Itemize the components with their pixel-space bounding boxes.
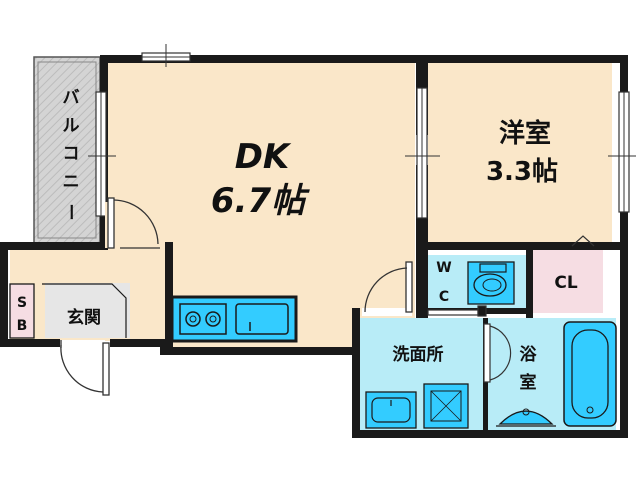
stove-icon: [179, 303, 227, 335]
balcony-label-1: バ: [63, 88, 80, 108]
window-right: [608, 91, 636, 213]
kitchen-counter: [170, 295, 298, 343]
window-top: [141, 44, 191, 67]
washroom-label: 洗面所: [393, 344, 444, 365]
western-room-size-label: 3.3帖: [486, 157, 558, 187]
toilet-icon: [467, 261, 515, 305]
western-room-floor: [428, 62, 612, 248]
balcony-label-3: コ: [63, 144, 80, 164]
balcony-label-2: ル: [63, 116, 80, 136]
shoe-box-label-s: S: [17, 295, 27, 311]
balcony: [33, 56, 101, 244]
door-entrance: [60, 340, 110, 396]
balcony-label-5: ー: [60, 204, 80, 221]
closet-label: CL: [554, 273, 577, 293]
shoe-box-label-b: B: [17, 318, 28, 334]
toilet-label-c: C: [439, 289, 449, 305]
door-bathroom: [483, 323, 512, 383]
entrance-floor: [45, 283, 130, 338]
shoe-box: [9, 283, 35, 339]
door-hall-dk: [105, 197, 165, 249]
washing-machine-icon: [423, 383, 469, 429]
bathtub-icon: [563, 321, 617, 427]
washbasin-icon: [365, 391, 417, 429]
shower-icon: [496, 408, 556, 427]
dk-label: DK: [235, 137, 292, 177]
window-dk-balcony: [88, 91, 116, 217]
bathroom-label-2: 室: [520, 372, 537, 393]
western-room-label: 洋室: [499, 118, 551, 149]
closet-floor: [533, 248, 603, 313]
door-closet: [571, 235, 595, 247]
balcony-label-4: ニ: [63, 172, 80, 192]
sink-icon: [235, 303, 289, 335]
entrance-step: [42, 283, 127, 338]
window-partition: [405, 87, 440, 219]
door-toilet: [427, 305, 487, 317]
dk-size-label: 6.7帖: [211, 181, 310, 221]
entrance-label: 玄関: [67, 307, 101, 328]
bathroom-label-1: 浴: [520, 344, 538, 365]
room-labels: DK 6.7帖 洋室 3.3帖 CL W C 洗面所 浴 室 玄関 S B バ …: [17, 88, 578, 393]
toilet-label-w: W: [436, 260, 451, 276]
door-washroom: [362, 261, 413, 316]
